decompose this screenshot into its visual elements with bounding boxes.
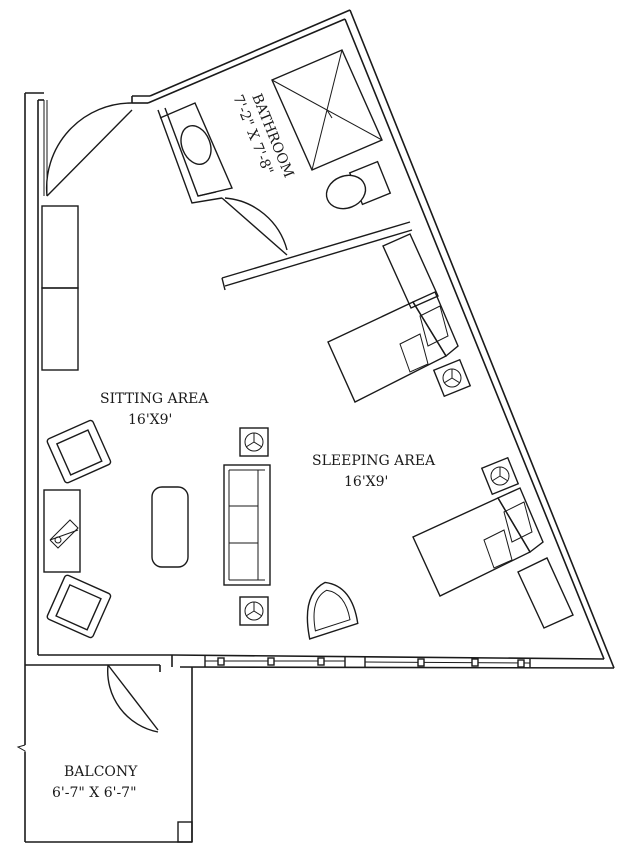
entry-door: [45, 102, 133, 197]
sleeping-area-name: SLEEPING AREA: [312, 453, 436, 469]
windows: [204, 656, 531, 668]
sitting-furniture: [41, 205, 359, 640]
sitting-area-name: SITTING AREA: [100, 391, 209, 407]
bathroom: [157, 49, 413, 291]
sitting-area-size: 16'X9': [128, 412, 172, 428]
exterior-walls: [24, 9, 615, 672]
sleeping-furniture: [327, 233, 574, 629]
balcony-size: 6'-7" X 6'-7": [52, 785, 137, 801]
sleeping-area-size: 16'X9': [344, 474, 388, 490]
balcony: [16, 664, 193, 843]
bathroom-label: BATHROOM 7'-2" X 7'-8": [229, 92, 296, 181]
balcony-name: BALCONY: [64, 764, 138, 780]
